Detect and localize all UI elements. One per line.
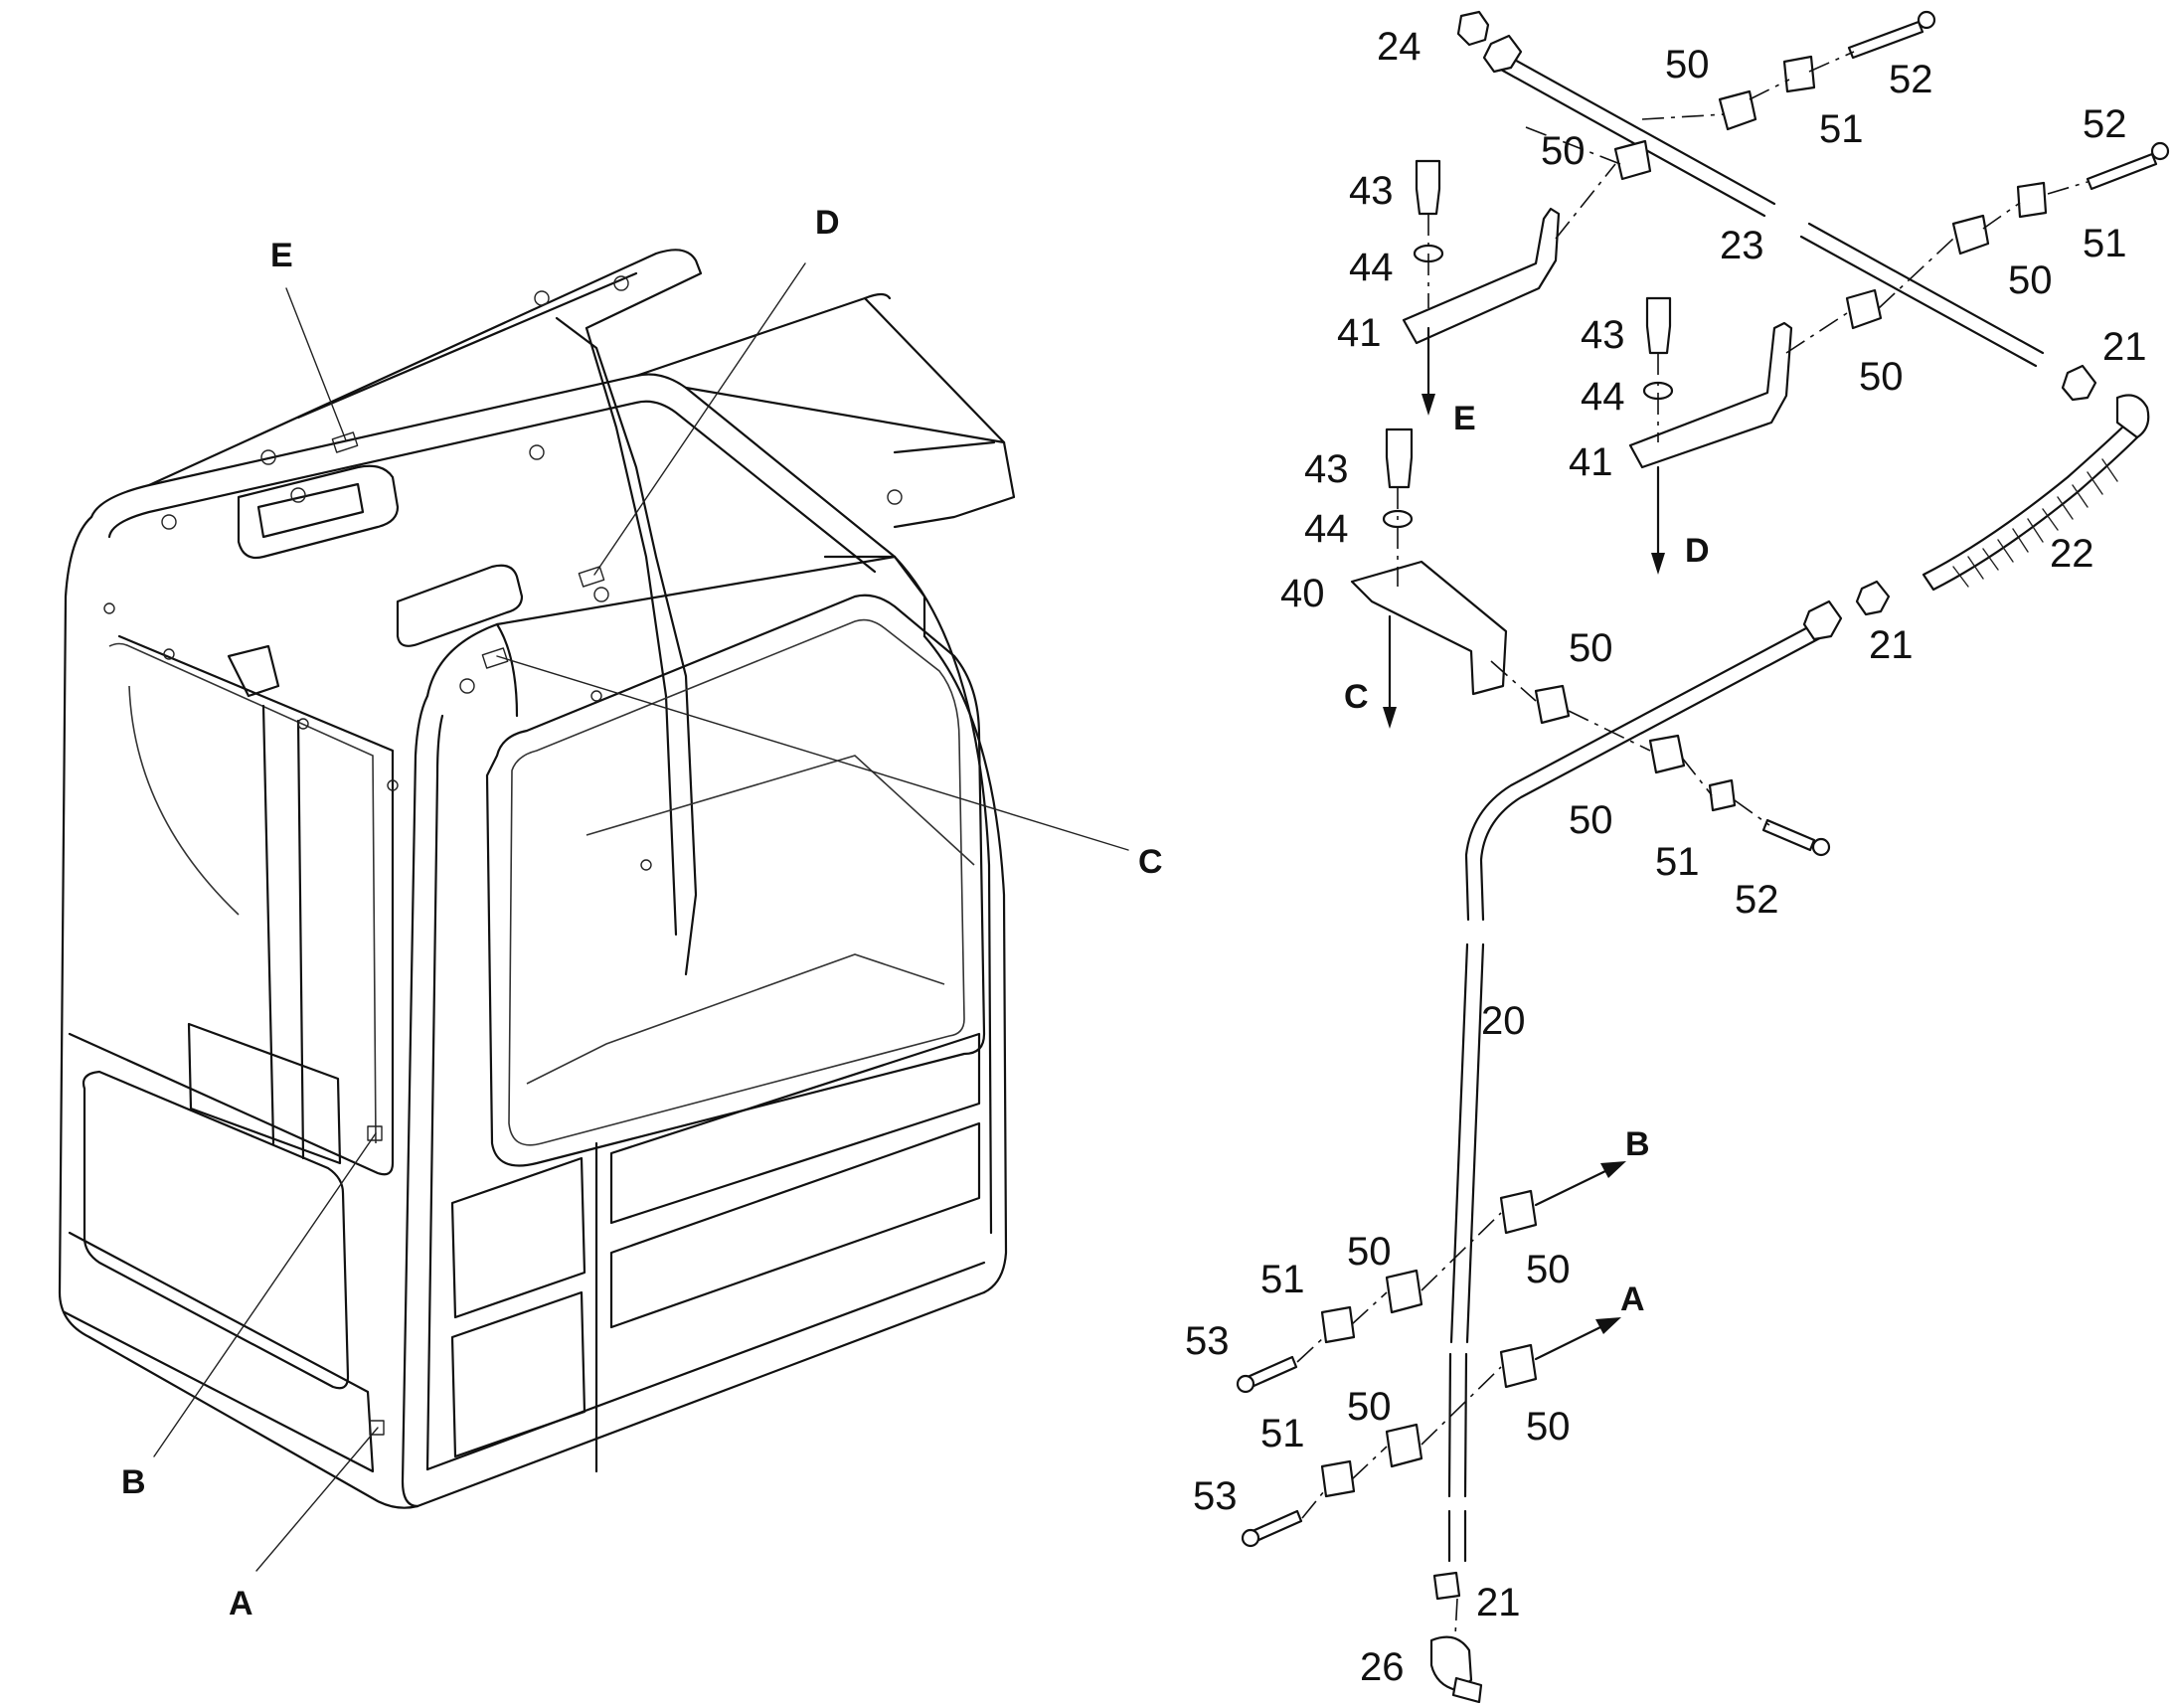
part-number-50: 50 bbox=[1859, 355, 1904, 399]
arrow-label-e: E bbox=[1453, 400, 1476, 437]
pipe-assembly-drawing bbox=[1447, 56, 2139, 1563]
part-number-41: 41 bbox=[1337, 311, 1382, 355]
direction-arrows bbox=[1383, 326, 1665, 1361]
part-number-41: 41 bbox=[1569, 440, 1613, 484]
part-number-43: 43 bbox=[1349, 169, 1394, 213]
view-label-b: B bbox=[121, 1463, 146, 1501]
arrow-label-c: C bbox=[1344, 678, 1369, 716]
part-number-20: 20 bbox=[1481, 999, 1526, 1043]
part-number-50: 50 bbox=[1347, 1385, 1392, 1429]
view-label-e: E bbox=[270, 237, 293, 274]
part-number-52: 52 bbox=[1735, 878, 1779, 922]
part-number-24: 24 bbox=[1377, 25, 1421, 69]
part-number-50: 50 bbox=[1526, 1405, 1571, 1449]
part-number-53: 53 bbox=[1185, 1319, 1230, 1363]
part-number-21: 21 bbox=[1869, 623, 1914, 667]
arrow-label-d: D bbox=[1685, 532, 1710, 570]
part-number-44: 44 bbox=[1581, 375, 1625, 419]
part-number-21: 21 bbox=[2102, 325, 2147, 369]
part-number-50: 50 bbox=[1665, 43, 1710, 86]
cab-frame-drawing bbox=[58, 249, 1129, 1572]
part-number-50: 50 bbox=[1541, 129, 1586, 173]
part-number-50: 50 bbox=[1569, 626, 1613, 670]
view-label-a: A bbox=[229, 1585, 253, 1623]
view-label-c: C bbox=[1138, 843, 1163, 881]
part-number-40: 40 bbox=[1280, 572, 1325, 615]
part-number-23: 23 bbox=[1720, 224, 1764, 267]
part-number-51: 51 bbox=[1260, 1258, 1305, 1301]
part-number-50: 50 bbox=[2008, 258, 2053, 302]
part-number-44: 44 bbox=[1349, 246, 1394, 289]
callout-labels: E D C B A E D C B A 24 50 52 51 52 50 43… bbox=[121, 25, 2147, 1689]
part-number-51: 51 bbox=[1819, 107, 1864, 151]
hardware-parts bbox=[1236, 10, 2170, 1704]
part-number-51: 51 bbox=[1260, 1412, 1305, 1455]
part-number-44: 44 bbox=[1304, 507, 1349, 551]
part-number-50: 50 bbox=[1569, 798, 1613, 842]
part-number-52: 52 bbox=[1889, 58, 1933, 101]
part-number-50: 50 bbox=[1526, 1248, 1571, 1291]
part-number-43: 43 bbox=[1304, 447, 1349, 491]
part-number-43: 43 bbox=[1581, 313, 1625, 357]
arrow-label-b: B bbox=[1625, 1125, 1650, 1163]
part-number-22: 22 bbox=[2050, 532, 2094, 576]
arrow-label-a: A bbox=[1620, 1281, 1645, 1318]
part-number-52: 52 bbox=[2083, 102, 2127, 146]
part-number-50: 50 bbox=[1347, 1230, 1392, 1274]
view-label-d: D bbox=[815, 204, 840, 242]
part-number-51: 51 bbox=[2083, 222, 2127, 265]
part-number-21: 21 bbox=[1476, 1581, 1521, 1624]
part-number-53: 53 bbox=[1193, 1474, 1238, 1518]
part-number-26: 26 bbox=[1360, 1645, 1405, 1689]
part-number-51: 51 bbox=[1655, 840, 1700, 884]
